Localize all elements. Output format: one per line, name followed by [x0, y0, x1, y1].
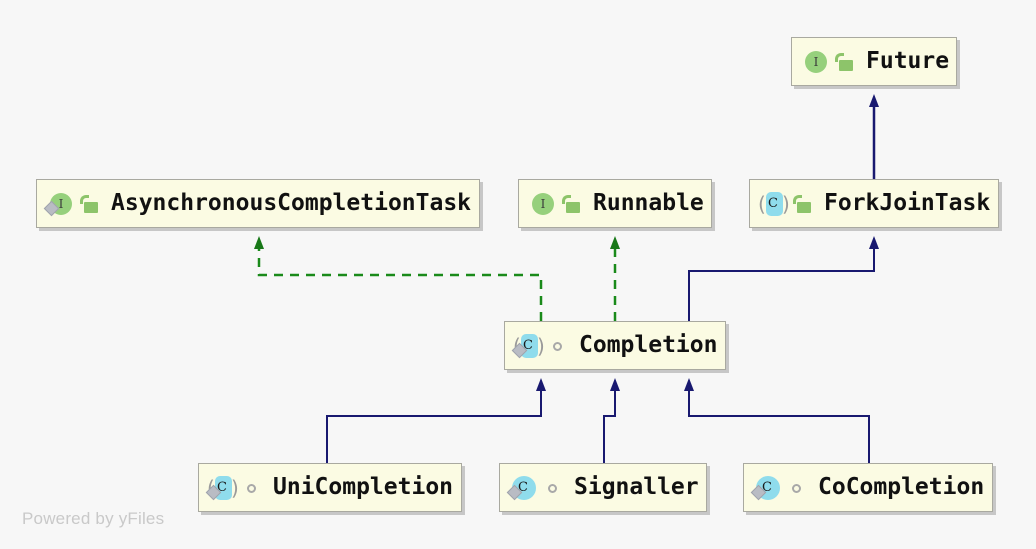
- class-node-completion[interactable]: ( C ) Completion: [504, 321, 726, 370]
- node-label: ForkJoinTask: [824, 190, 991, 216]
- node-label: Completion: [579, 332, 718, 358]
- class-node-runnable[interactable]: Runnable: [518, 179, 712, 228]
- class-node-uni-completion[interactable]: ( C ) UniCompletion: [198, 463, 462, 512]
- class-node-asynchronous-completion-task[interactable]: AsynchronousCompletionTask: [36, 179, 480, 228]
- edge-cocompletion-to-completion: [684, 378, 870, 463]
- interface-icon: [527, 190, 557, 218]
- package-private-icon: [547, 334, 569, 358]
- class-node-future[interactable]: Future: [791, 37, 957, 86]
- interface-icon: [43, 190, 75, 218]
- class-icon: C: [750, 474, 782, 502]
- edge-completion-to-asynchronouscompletiontask: [254, 236, 543, 321]
- class-node-signaller[interactable]: C Signaller: [499, 463, 707, 512]
- node-label: Future: [866, 48, 950, 74]
- open-lock-icon: [79, 192, 101, 216]
- class-node-fork-join-task[interactable]: ( C ) ForkJoinTask: [749, 179, 999, 228]
- abstract-class-icon: ( C ): [511, 332, 545, 360]
- class-icon: C: [506, 474, 538, 502]
- class-node-co-completion[interactable]: C CoCompletion: [743, 463, 993, 512]
- edge-completion-to-forkjointask: [688, 236, 879, 321]
- open-lock-icon: [792, 192, 814, 216]
- abstract-class-icon: ( C ): [758, 191, 790, 216]
- open-lock-icon: [834, 50, 856, 74]
- package-private-icon: [786, 476, 808, 500]
- abstract-class-icon: ( C ): [205, 474, 239, 502]
- yfiles-watermark: Powered by yFiles: [22, 509, 165, 528]
- package-private-icon: [241, 476, 263, 500]
- edge-unicompletion-to-completion: [326, 378, 546, 463]
- node-label: UniCompletion: [273, 474, 454, 500]
- node-label: Signaller: [574, 474, 699, 500]
- node-label: AsynchronousCompletionTask: [111, 190, 472, 216]
- package-private-icon: [542, 476, 564, 500]
- node-label: CoCompletion: [818, 474, 985, 500]
- interface-icon: [800, 48, 830, 76]
- edge-signaller-to-completion: [603, 378, 620, 463]
- open-lock-icon: [561, 192, 583, 216]
- node-label: Runnable: [593, 190, 704, 216]
